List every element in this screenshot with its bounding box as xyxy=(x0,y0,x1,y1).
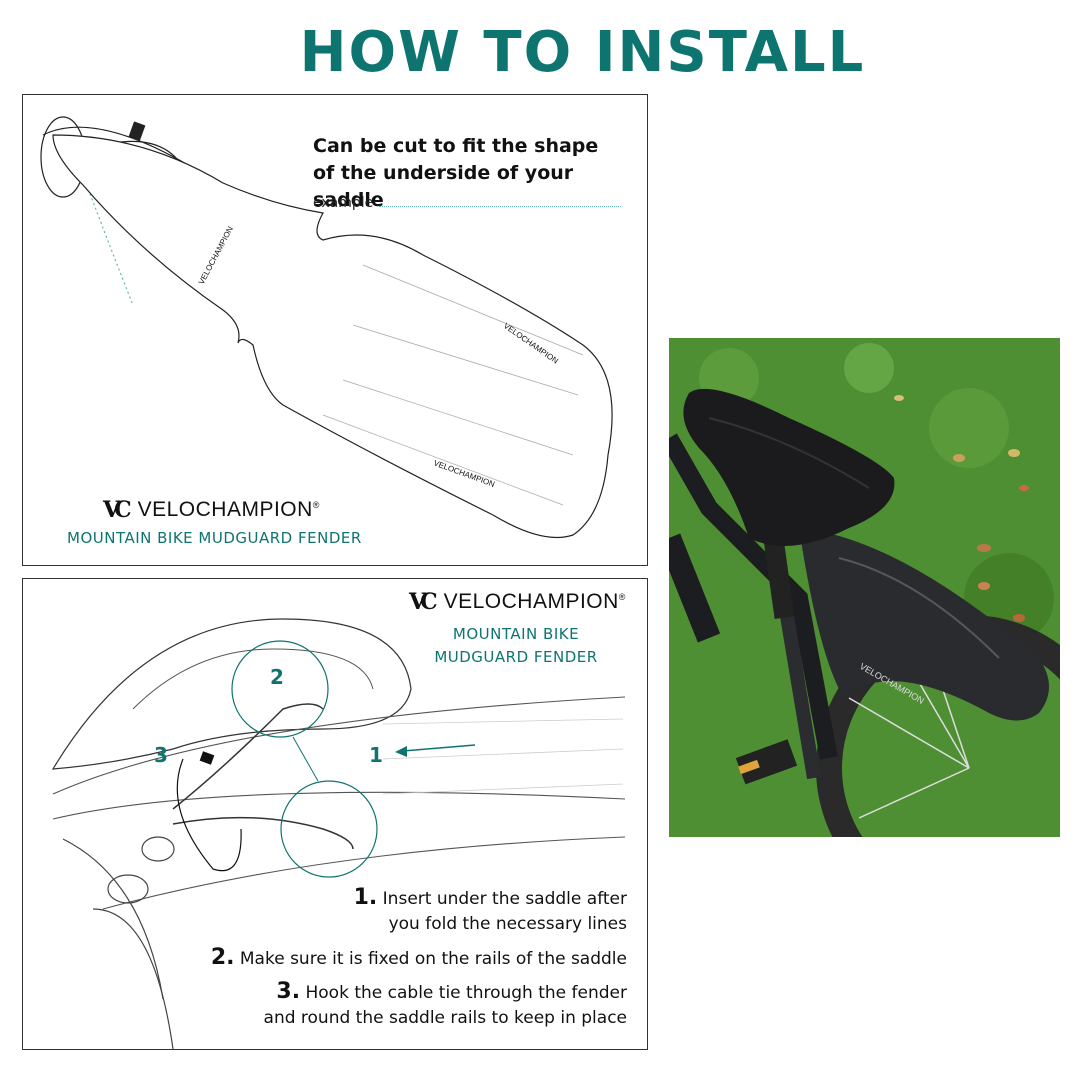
page-title: HOW TO INSTALL xyxy=(299,20,866,85)
step-3-line2: and round the saddle rails to keep in pl… xyxy=(263,1008,627,1028)
example-guide-line xyxy=(379,206,621,207)
step-2-line1: Make sure it is fixed on the rails of th… xyxy=(239,949,627,969)
example-label: example xyxy=(313,195,374,211)
product-name: MOUNTAIN BIKE MUDGUARD FENDER xyxy=(67,529,362,547)
brand-name-text: VELOCHAMPION xyxy=(137,498,313,521)
installation-drawing xyxy=(51,618,626,1049)
product-line1: MOUNTAIN BIKE xyxy=(452,625,580,643)
step-1-number: 1. xyxy=(353,885,378,910)
brand-logo: VC VELOCHAMPION® xyxy=(103,497,320,523)
registered-mark: ® xyxy=(312,500,320,510)
step-3-number: 3. xyxy=(276,979,301,1004)
cut-note-line1: Can be cut to fit the shape xyxy=(313,135,599,157)
callout-3: 3 xyxy=(154,743,168,767)
bike-photo-illustration: VELOCHAMPION xyxy=(669,338,1060,837)
cut-note-line2: of the underside of your saddle xyxy=(313,162,574,211)
cut-to-fit-note: Can be cut to fit the shape of the under… xyxy=(313,133,643,214)
step-2-number: 2. xyxy=(210,945,235,970)
product-line2: MUDGUARD FENDER xyxy=(434,648,598,666)
fender-outline-drawing: VELOCHAMPION VELOCHAMPION VELOCHAMPION xyxy=(40,116,613,539)
brand-name-text: VELOCHAMPION xyxy=(443,590,619,613)
product-name: MOUNTAIN BIKE MUDGUARD FENDER xyxy=(411,623,621,669)
brand-name: VELOCHAMPION® xyxy=(444,590,626,614)
step-1-line2: you fold the necessary lines xyxy=(388,914,627,934)
callout-1: 1 xyxy=(369,743,383,767)
brand-logo: VC VELOCHAMPION® xyxy=(409,589,626,615)
callout-2: 2 xyxy=(270,665,284,689)
brand-name: VELOCHAMPION® xyxy=(138,498,320,522)
brand-mark: VC xyxy=(103,497,132,523)
step-3: 3. Hook the cable tie through the fender… xyxy=(264,979,627,1031)
brand-mark: VC xyxy=(409,589,438,615)
step-1-line1: Insert under the saddle after xyxy=(382,889,627,909)
step-3-line1: Hook the cable tie through the fender xyxy=(305,983,628,1003)
install-steps-panel: VC VELOCHAMPION® MOUNTAIN BIKE MUDGUARD … xyxy=(22,578,648,1050)
cut-to-fit-panel: VELOCHAMPION VELOCHAMPION VELOCHAMPION C… xyxy=(22,94,648,566)
step-1: 1. Insert under the saddle after you fol… xyxy=(354,885,627,937)
registered-mark: ® xyxy=(618,592,626,602)
installed-fender-photo: VELOCHAMPION xyxy=(669,338,1060,837)
step-2: 2. Make sure it is fixed on the rails of… xyxy=(211,945,627,972)
